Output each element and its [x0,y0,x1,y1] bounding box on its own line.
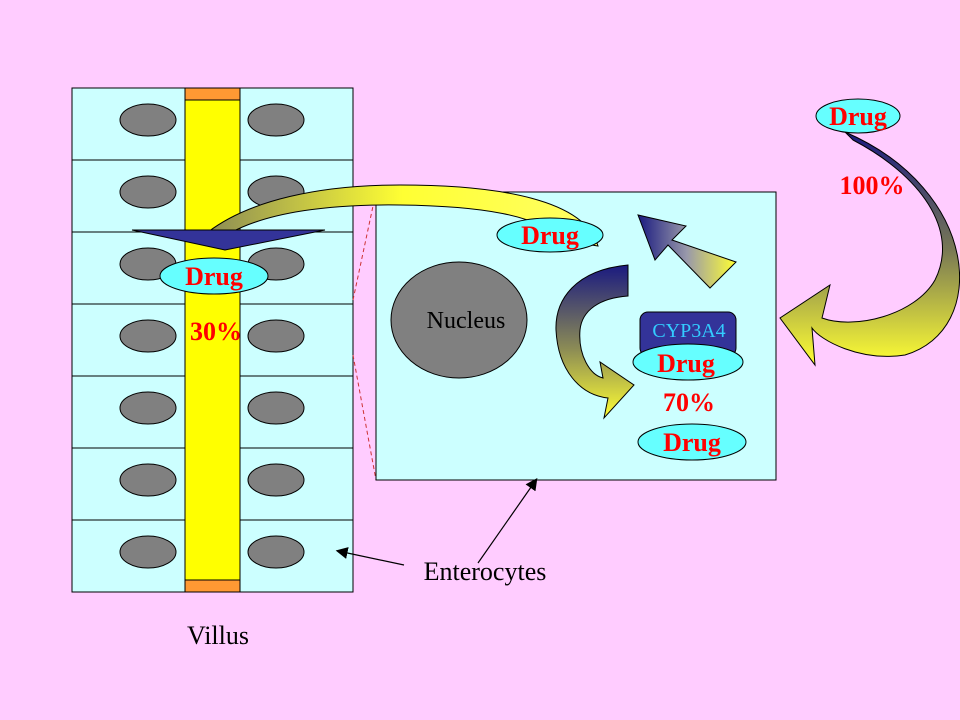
enterocyte-nucleus [390,261,528,379]
cell-nucleus [119,319,177,353]
metabolism-arrow [555,264,635,420]
drug-top-right: Drug [815,98,901,134]
cell-nucleus [119,463,177,497]
percent-70-label: 70% [663,388,715,417]
cell-nucleus [247,319,305,353]
cell-nucleus [247,103,305,137]
drug-ellipse [496,217,604,253]
cell-nucleus [119,391,177,425]
drug-ellipse [815,98,901,134]
enterocytes-pointer-up [477,478,538,564]
drug-cyp-bound: Drug [632,343,744,381]
villus-label: Villus [187,621,249,650]
cell-nucleus [119,103,177,137]
villus-nuclei [119,103,305,569]
drug-ellipse [637,423,747,461]
drug-label: Drug [185,262,243,291]
drug-villus: Drug [159,257,269,295]
drug-enterocyte-top: Drug [496,217,604,253]
cell-nucleus [119,175,177,209]
cyp3a4-label: CYP3A4 [652,320,725,342]
lumen-top-cap [184,87,241,101]
cell-nucleus [247,535,305,569]
efflux-arrow-small [637,214,737,289]
zoom-line-top [352,191,377,301]
drug-label: Drug [657,349,715,378]
cell-nucleus [247,391,305,425]
cell-nucleus [119,535,177,569]
percent-30-label: 30% [190,317,242,346]
drug-metabolized: Drug [637,423,747,461]
zoom-line-bottom [352,354,377,481]
drug-label: Drug [521,221,579,250]
percent-100-label: 100% [840,171,905,200]
lumen-bottom-cap [184,579,241,593]
absorption-arrow-100 [779,131,960,367]
cell-nucleus [247,463,305,497]
drug-ellipse [159,257,269,295]
drug-label: Drug [663,428,721,457]
enterocytes-pointer-left [335,547,405,566]
nucleus-label: Nucleus [427,308,506,334]
return-arrow-head [131,229,326,251]
villus-lumen [184,87,241,593]
enterocytes-label: Enterocytes [424,557,547,586]
drug-ellipse [632,343,744,381]
drug-label: Drug [829,102,887,131]
